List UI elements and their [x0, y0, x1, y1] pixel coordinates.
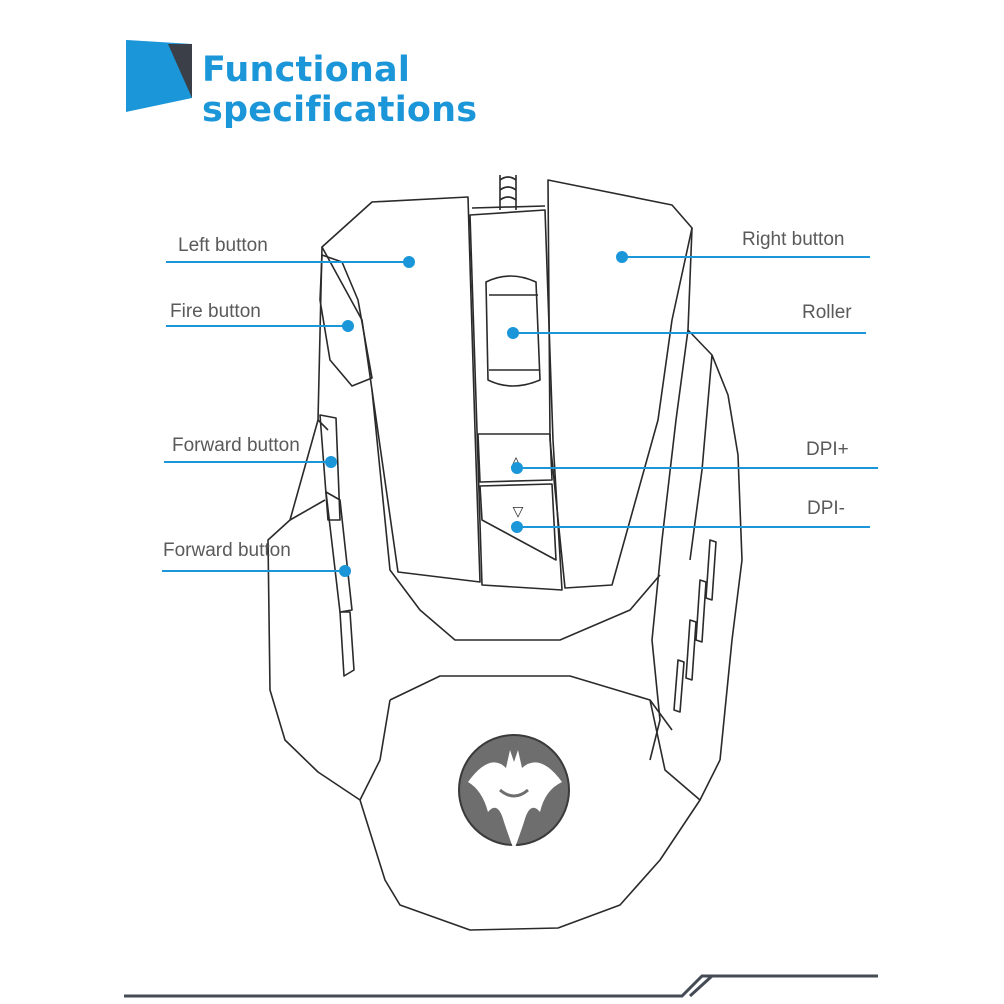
label-forward-button-2: Forward button	[163, 540, 291, 561]
label-roller: Roller	[802, 302, 852, 323]
header-ribbon-icon	[126, 40, 192, 112]
label-right-button: Right button	[742, 229, 845, 250]
label-forward-button-1: Forward button	[172, 435, 300, 456]
label-left-button: Left button	[178, 235, 268, 256]
dpi-up-icon: △	[511, 454, 522, 470]
label-dpi-plus: DPI+	[806, 439, 849, 460]
callouts	[162, 251, 878, 577]
page-title: Functional specifications	[202, 50, 478, 130]
header: Functional specifications	[122, 40, 682, 130]
mouse-outline	[267, 175, 743, 931]
bat-emblem-icon	[458, 734, 570, 850]
bottom-rule	[124, 974, 878, 998]
dpi-down-icon: ▽	[513, 504, 524, 520]
label-fire-button: Fire button	[170, 301, 261, 322]
label-dpi-minus: DPI-	[807, 498, 845, 519]
